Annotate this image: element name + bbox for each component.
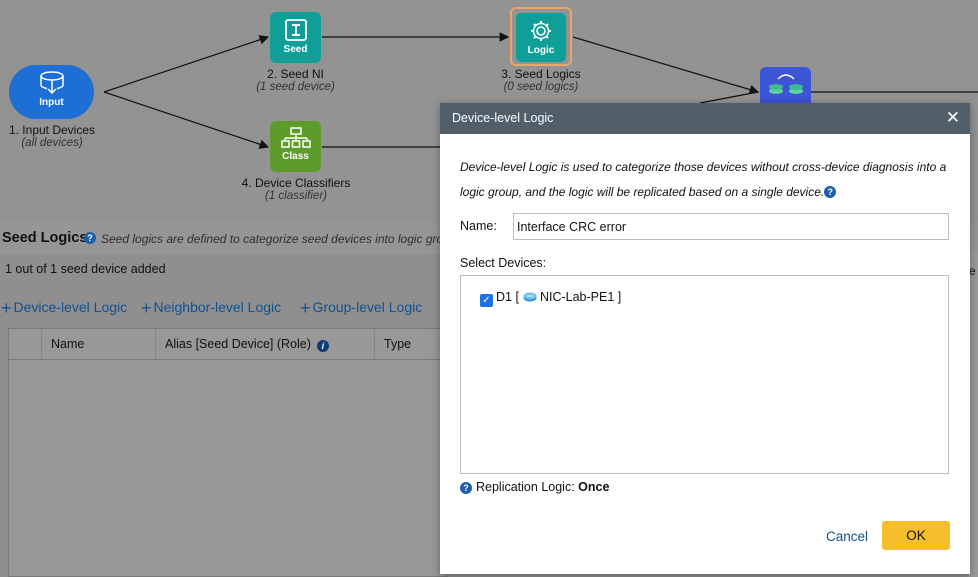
- column-header-type[interactable]: Type: [384, 337, 412, 351]
- input-caption-sub: (all devices): [21, 137, 83, 149]
- column-separator[interactable]: [155, 329, 156, 359]
- logic-node-caption: 3. Seed Logics (0 seed logics): [490, 68, 592, 94]
- device-name: NIC-Lab-PE1: [539, 290, 615, 304]
- add-device-level-logic-button[interactable]: +Device-level Logic: [1, 298, 127, 319]
- dialog-header: Device-level Logic ✕: [440, 103, 970, 134]
- column-separator[interactable]: [41, 329, 42, 359]
- add-neighbor-level-logic-label: Neighbor-level Logic: [153, 299, 282, 315]
- device-bracket-close: ]: [617, 290, 622, 304]
- device-id: D1: [496, 290, 512, 304]
- seed-caption-sub: (1 seed device): [256, 81, 335, 93]
- input-caption-title: 1. Input Devices: [8, 123, 96, 137]
- dialog-description: Device-level Logic is used to categorize…: [460, 155, 950, 204]
- logic-caption-title: 3. Seed Logics: [501, 67, 581, 81]
- device-list-item[interactable]: ✓D1 [ NIC-Lab-PE1 ]: [480, 290, 621, 307]
- name-label: Name:: [460, 219, 497, 233]
- close-icon[interactable]: ✕: [945, 108, 960, 127]
- add-group-level-logic-label: Group-level Logic: [312, 299, 423, 315]
- ok-button[interactable]: OK: [882, 521, 950, 550]
- seed-device-count: 1 out of 1 seed device added: [5, 262, 166, 276]
- add-device-level-logic-label: Device-level Logic: [13, 299, 128, 315]
- device-level-logic-dialog: Device-level Logic ✕ Device-level Logic …: [440, 103, 970, 574]
- device-checkbox[interactable]: ✓: [480, 294, 493, 307]
- seed-caption-title: 2. Seed NI: [267, 67, 324, 81]
- table-header: Name Alias [Seed Device] (Role) i Type: [9, 329, 447, 360]
- router-icon: [523, 292, 537, 302]
- seed-icon: [284, 19, 307, 41]
- flow-connectors: [103, 32, 978, 149]
- plus-icon: +: [300, 298, 311, 318]
- replication-value: Once: [578, 480, 610, 494]
- right-panel-edge: [968, 252, 978, 577]
- gear-icon: [531, 21, 551, 41]
- add-group-level-logic-button[interactable]: +Group-level Logic: [300, 298, 422, 319]
- seed-node-caption: 2. Seed NI (1 seed device): [235, 68, 356, 94]
- seed-logics-description: Seed logics are defined to categorize se…: [101, 232, 441, 246]
- cancel-button[interactable]: Cancel: [826, 529, 869, 544]
- logic-node-label: Logic: [527, 45, 555, 56]
- device-bracket-open: [: [515, 290, 519, 304]
- name-input[interactable]: [513, 213, 949, 240]
- column-header-alias-label: Alias [Seed Device] (Role): [165, 337, 311, 351]
- column-header-alias[interactable]: Alias [Seed Device] (Role) i: [165, 337, 329, 352]
- merge-icon: [768, 74, 803, 94]
- column-header-name[interactable]: Name: [51, 337, 85, 351]
- help-icon[interactable]: ?: [824, 186, 837, 199]
- plus-icon: +: [1, 298, 12, 318]
- device-list: ✓D1 [ NIC-Lab-PE1 ]: [460, 275, 949, 474]
- logic-node-body: Logic: [516, 13, 566, 62]
- input-node-label: Input: [39, 97, 64, 108]
- merge-node[interactable]: [760, 67, 811, 105]
- seed-logics-title: Seed Logics: [2, 230, 88, 246]
- logic-node[interactable]: Logic: [510, 7, 572, 66]
- class-node-caption: 4. Device Classifiers (1 classifier): [232, 177, 360, 203]
- class-caption-title: 4. Device Classifiers: [241, 176, 351, 190]
- dialog-title: Device-level Logic: [452, 111, 554, 125]
- help-icon[interactable]: ?: [84, 232, 96, 244]
- input-node-caption: 1. Input Devices (all devices): [2, 124, 102, 150]
- seed-node-label: Seed: [283, 44, 308, 55]
- help-icon[interactable]: ?: [460, 481, 472, 494]
- info-icon[interactable]: i: [316, 340, 329, 352]
- class-node-label: Class: [282, 151, 309, 162]
- class-caption-sub: (1 classifier): [265, 190, 327, 202]
- input-node[interactable]: Input: [9, 65, 94, 119]
- dialog-description-text: Device-level Logic is used to categorize…: [460, 160, 947, 199]
- hierarchy-icon: [280, 127, 311, 148]
- class-node[interactable]: Class: [270, 121, 321, 172]
- replication-label: Replication Logic:: [476, 480, 575, 494]
- seed-node[interactable]: Seed: [270, 12, 321, 63]
- input-icon: [39, 71, 64, 95]
- logic-caption-sub: (0 seed logics): [503, 81, 579, 93]
- right-panel-text-fragment: e: [969, 264, 976, 278]
- add-neighbor-level-logic-button[interactable]: +Neighbor-level Logic: [141, 298, 281, 319]
- seed-logics-table: Name Alias [Seed Device] (Role) i Type: [8, 328, 448, 577]
- column-separator[interactable]: [374, 329, 375, 359]
- plus-icon: +: [141, 298, 152, 318]
- replication-logic: ? Replication Logic: Once: [460, 480, 609, 494]
- select-devices-label: Select Devices:: [460, 256, 547, 270]
